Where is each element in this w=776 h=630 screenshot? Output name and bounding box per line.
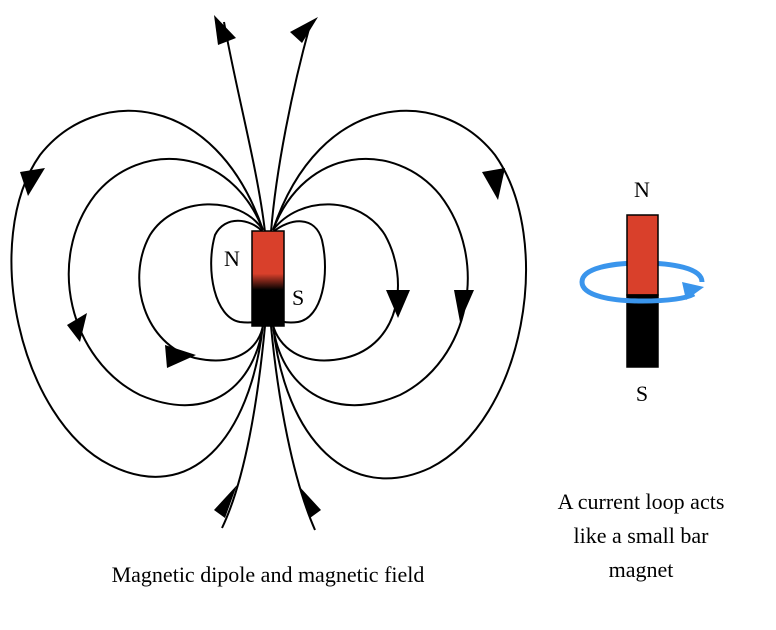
dipole-caption: Magnetic dipole and magnetic field (112, 562, 425, 587)
arrowhead-left-middle (67, 313, 87, 342)
field-loop-right-inner (272, 203, 399, 362)
arrowhead-top-right (290, 17, 318, 43)
loop-caption-line-2: like a small bar (573, 523, 709, 548)
loop-caption-line-3: magnet (609, 557, 674, 582)
arrowhead-right-middle (454, 290, 474, 322)
field-line-bottom-left (221, 325, 266, 529)
field-loop-left-outer (10, 109, 264, 478)
bar-magnet-dipole (251, 230, 285, 327)
field-loop-right-middle (272, 157, 469, 407)
arrowhead-bottom-right (298, 485, 321, 518)
current-direction-arrow (682, 282, 704, 300)
arrowhead-right-inner (386, 290, 410, 318)
arrowhead-top-left (214, 15, 236, 45)
loop-north-label: N (634, 177, 650, 202)
loop-caption: A current loop acts like a small bar mag… (558, 489, 725, 582)
arrowhead-left-outer (20, 168, 45, 196)
field-loop-left-inner (138, 203, 264, 362)
arrowhead-bottom-left (214, 485, 237, 518)
field-line-top-left (223, 21, 266, 233)
field-arrowheads (20, 15, 505, 518)
field-loop-left-middle (67, 157, 264, 407)
current-loop-front (579, 281, 696, 304)
current-loop-diagram: N S (579, 177, 705, 406)
loop-magnet-south (626, 294, 659, 368)
dipole-south-label: S (292, 285, 304, 310)
dipole-north-label: N (224, 246, 240, 271)
arrowhead-left-inner (165, 345, 196, 368)
loop-south-label: S (636, 381, 648, 406)
field-loop-right-outer (272, 109, 527, 480)
field-line-top-right (270, 24, 311, 233)
magnet-body (251, 230, 285, 327)
loop-caption-line-1: A current loop acts (558, 489, 725, 514)
dipole-diagram (10, 21, 527, 531)
loop-magnet-north (626, 214, 659, 296)
arrowhead-right-outer (482, 168, 505, 200)
